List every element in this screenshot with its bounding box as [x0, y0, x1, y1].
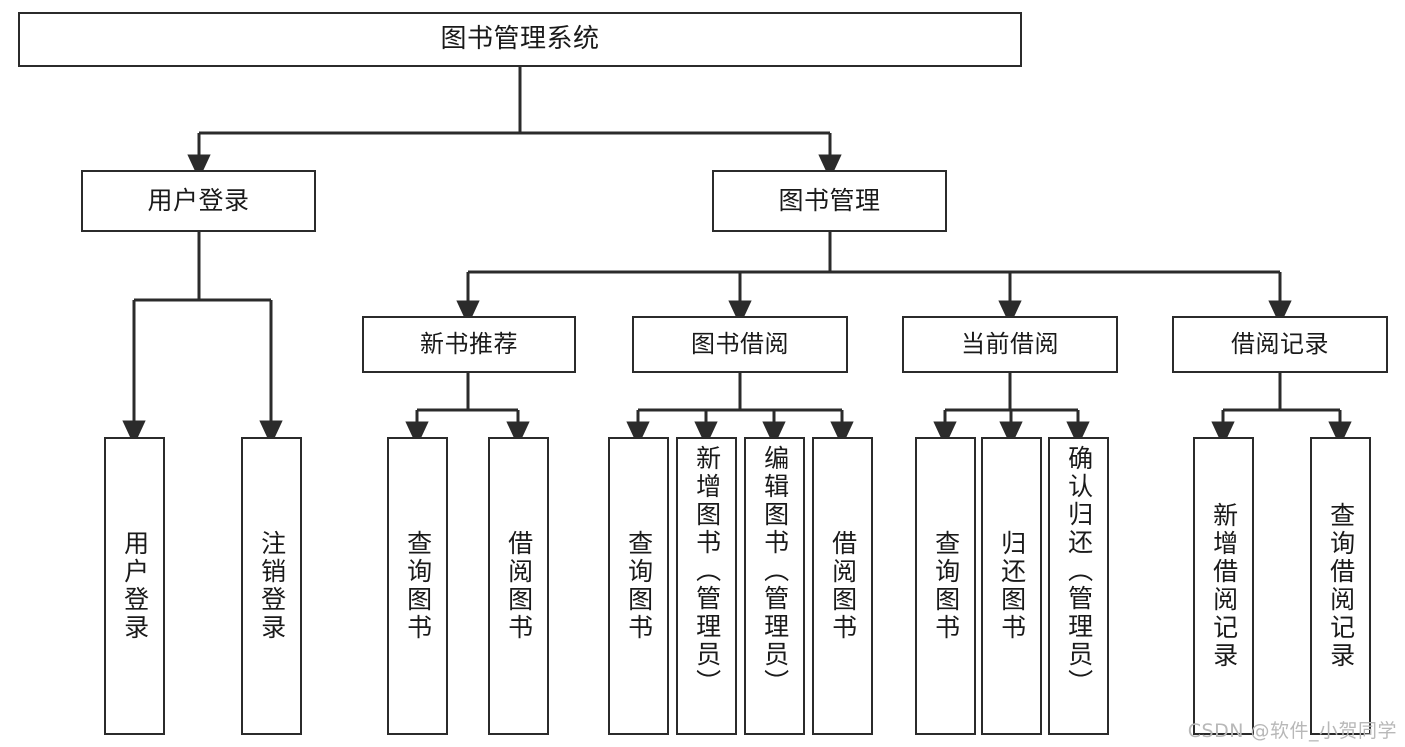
leaf-recommend-borrow-book[interactable]: 借阅图书	[488, 437, 549, 735]
node-label: 当前借阅	[961, 330, 1059, 359]
leaf-borrow-edit-book-admin[interactable]: 编辑图书（管理员）	[744, 437, 805, 735]
leaf-record-query-record[interactable]: 查询借阅记录	[1310, 437, 1371, 735]
node-label: 借阅图书	[504, 530, 534, 642]
node-label: 新增借阅记录	[1209, 502, 1239, 670]
leaf-current-confirm-return-admin[interactable]: 确认归还（管理员）	[1048, 437, 1109, 735]
node-label: 借阅记录	[1231, 330, 1329, 359]
node-label: 图书管理	[778, 186, 881, 216]
node-label: 注销登录	[257, 530, 287, 642]
node-label: 新增图书（管理员）	[692, 445, 722, 697]
node-label: 用户登录	[147, 186, 250, 216]
leaf-borrow-borrow-book[interactable]: 借阅图书	[812, 437, 873, 735]
node-label: 查询借阅记录	[1326, 502, 1356, 670]
node-label: 新书推荐	[420, 330, 518, 359]
node-book-management[interactable]: 图书管理	[712, 170, 947, 232]
leaf-current-query-book[interactable]: 查询图书	[915, 437, 976, 735]
node-label: 图书借阅	[691, 330, 789, 359]
leaf-borrow-query-book[interactable]: 查询图书	[608, 437, 669, 735]
leaf-record-add-record[interactable]: 新增借阅记录	[1193, 437, 1254, 735]
leaf-user-login-signin[interactable]: 用户登录	[104, 437, 165, 735]
leaf-user-login-signout[interactable]: 注销登录	[241, 437, 302, 735]
node-label: 图书管理系统	[440, 24, 600, 55]
node-current-borrow[interactable]: 当前借阅	[902, 316, 1118, 373]
node-user-login[interactable]: 用户登录	[81, 170, 316, 232]
node-label: 编辑图书（管理员）	[760, 445, 790, 697]
node-root-system[interactable]: 图书管理系统	[18, 12, 1022, 67]
leaf-current-return-book[interactable]: 归还图书	[981, 437, 1042, 735]
leaf-borrow-add-book-admin[interactable]: 新增图书（管理员）	[676, 437, 737, 735]
node-borrow-record[interactable]: 借阅记录	[1172, 316, 1388, 373]
watermark-text: CSDN @软件_小贺同学	[1187, 720, 1397, 742]
node-new-book-recommend[interactable]: 新书推荐	[362, 316, 576, 373]
node-label: 查询图书	[931, 530, 961, 642]
node-label: 归还图书	[997, 530, 1027, 642]
node-label: 查询图书	[403, 530, 433, 642]
node-book-borrow[interactable]: 图书借阅	[632, 316, 848, 373]
node-label: 查询图书	[624, 530, 654, 642]
leaf-recommend-query-book[interactable]: 查询图书	[387, 437, 448, 735]
node-label: 借阅图书	[828, 530, 858, 642]
node-label: 确认归还（管理员）	[1064, 445, 1094, 697]
node-label: 用户登录	[120, 530, 150, 642]
